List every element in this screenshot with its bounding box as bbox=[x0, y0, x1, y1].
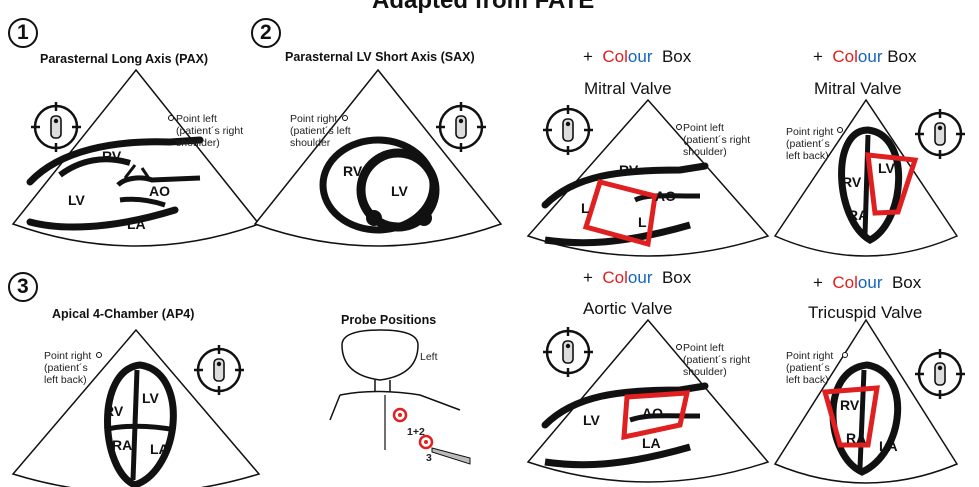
pax-lv: LV bbox=[68, 192, 85, 208]
mvpax-lv: L bbox=[581, 200, 590, 216]
mvpax-ao: AO bbox=[655, 188, 676, 204]
ap4-lv: LV bbox=[142, 390, 159, 406]
mvpax-rv: RV bbox=[619, 162, 638, 178]
tv-ap4-diagram bbox=[775, 320, 965, 483]
sax-diagram bbox=[255, 70, 501, 246]
probe-pos-12: 1+2 bbox=[407, 426, 425, 438]
probe-icon bbox=[31, 102, 81, 152]
pax-rv: RV bbox=[102, 148, 121, 164]
probe-icon bbox=[543, 327, 593, 377]
ap4-ra: RA bbox=[112, 437, 132, 453]
avpax-ao: AO bbox=[642, 405, 663, 421]
probe-positions-figure bbox=[330, 330, 470, 464]
pax-ao: AO bbox=[149, 183, 170, 199]
mv-ap4-diagram bbox=[775, 100, 965, 256]
mvap4-lv: LV bbox=[878, 160, 895, 176]
mvap4-ra: RA bbox=[848, 207, 868, 223]
probe-icon bbox=[436, 102, 486, 152]
probe-left-label: Left bbox=[420, 351, 438, 363]
tvap4-la: LA bbox=[879, 438, 898, 454]
sax-rv: RV bbox=[343, 163, 362, 179]
mvpax-la: L bbox=[638, 214, 647, 230]
ap4-rv: RV bbox=[104, 403, 123, 419]
tvap4-ra: RA bbox=[846, 430, 866, 446]
avpax-lv: LV bbox=[583, 412, 600, 428]
probe-icon bbox=[543, 105, 593, 155]
tvap4-rv: RV bbox=[840, 397, 859, 413]
probe-icon bbox=[915, 349, 965, 399]
sax-lv: LV bbox=[391, 183, 408, 199]
ap4-la: LA bbox=[150, 441, 169, 457]
probe-icon bbox=[915, 109, 965, 159]
avpax-la: LA bbox=[642, 435, 661, 451]
pax-la: LA bbox=[127, 216, 146, 232]
probe-icon bbox=[194, 345, 244, 395]
mvap4-rv: RV bbox=[842, 174, 861, 190]
probe-pos-3: 3 bbox=[426, 452, 432, 464]
